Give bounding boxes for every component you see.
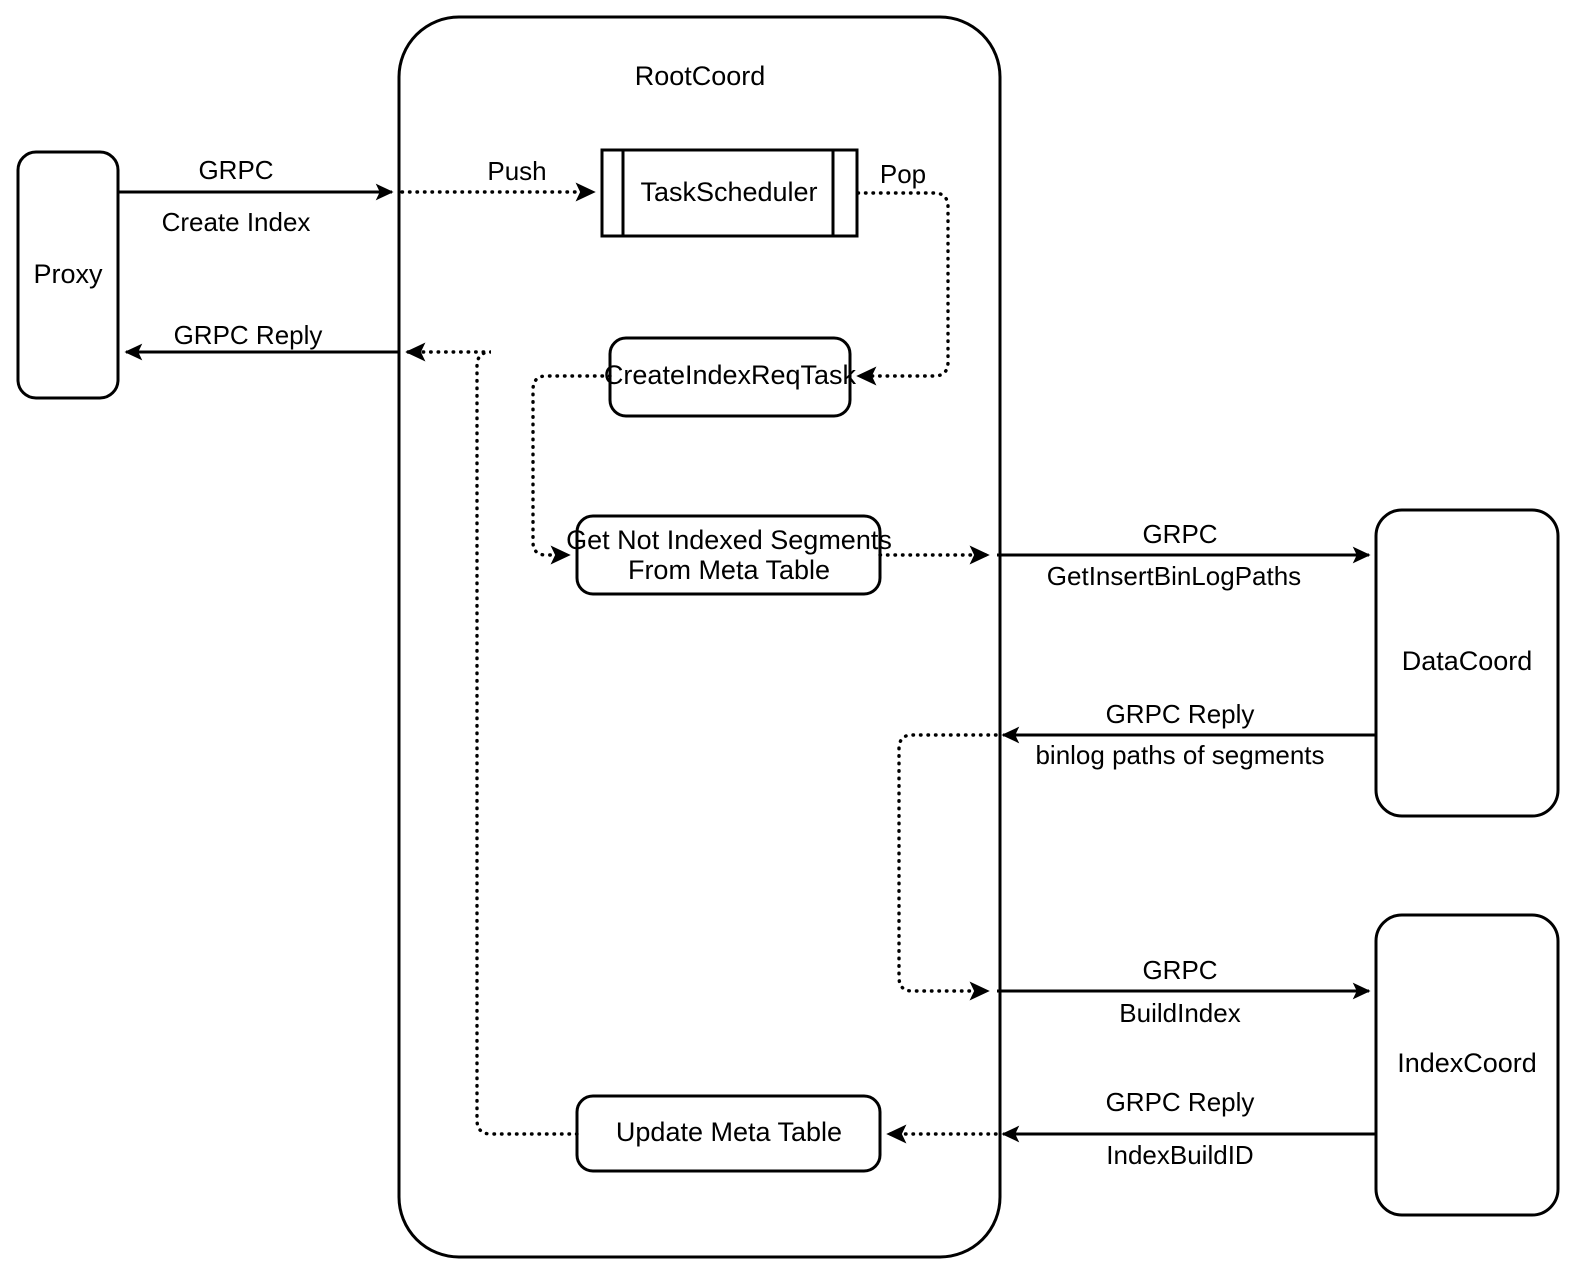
rootcoord-boundary xyxy=(397,15,1002,1259)
edge-datacoord-to-rootcoord-label-above: GRPC Reply xyxy=(1106,699,1255,729)
edge-rootcoord-to-indexcoord-label-above: GRPC xyxy=(1142,955,1217,985)
get-not-indexed-segments-label-line2: From Meta Table xyxy=(628,555,830,585)
edge-proxy-to-rootcoord-label-below: Create Index xyxy=(162,207,311,237)
node-createindexreqtask[interactable]: CreateIndexReqTask xyxy=(604,336,857,418)
edge-rootcoord-to-indexcoord-label-below: BuildIndex xyxy=(1119,998,1240,1028)
datacoord-label: DataCoord xyxy=(1402,646,1533,676)
proxy-box[interactable] xyxy=(16,150,120,400)
edge-update-meta-table-to-grpc-reply xyxy=(405,342,579,1136)
edge-rootcoord-to-indexcoord: GRPC BuildIndex xyxy=(997,955,1371,1028)
createindexreqtask-label: CreateIndexReqTask xyxy=(604,360,857,390)
edge-datacoord-to-rootcoord: GRPC Reply binlog paths of segments xyxy=(1001,699,1376,770)
edge-indexcoord-to-rootcoord-label-above: GRPC Reply xyxy=(1106,1087,1255,1117)
edge-binlog-reply-to-buildindex xyxy=(897,733,998,1001)
datacoord-box[interactable] xyxy=(1374,508,1560,818)
edge-rootcoord-to-datacoord-label-below: GetInsertBinLogPaths xyxy=(1047,561,1301,591)
edge-push-label: Push xyxy=(487,156,546,186)
node-taskscheduler[interactable]: TaskScheduler xyxy=(600,148,859,238)
edge-pop-label: Pop xyxy=(880,159,926,189)
edge-indexcoord-to-rootcoord-label-below: IndexBuildID xyxy=(1106,1140,1253,1170)
rootcoord-label: RootCoord xyxy=(635,61,766,91)
node-update-meta-table[interactable]: Update Meta Table xyxy=(575,1094,882,1173)
indexcoord-label: IndexCoord xyxy=(1397,1048,1537,1078)
node-get-not-indexed-segments[interactable]: Get Not Indexed Segments From Meta Table xyxy=(566,514,892,596)
update-meta-table-label: Update Meta Table xyxy=(616,1117,842,1147)
edge-rootcoord-to-proxy: GRPC Reply xyxy=(124,320,399,361)
node-datacoord[interactable]: DataCoord xyxy=(1374,508,1560,818)
edge-update-meta-table-to-grpc-reply-line xyxy=(405,342,579,1136)
get-not-indexed-segments-label-line1: Get Not Indexed Segments xyxy=(566,525,892,555)
taskscheduler-label: TaskScheduler xyxy=(640,177,817,207)
edge-createindexreqtask-to-getnotindexed-line xyxy=(531,374,612,565)
indexcoord-box[interactable] xyxy=(1374,913,1560,1217)
edge-binlog-reply-to-buildindex-line xyxy=(897,733,998,1001)
edge-createindexreqtask-to-getnotindexed xyxy=(531,374,612,565)
node-indexcoord[interactable]: IndexCoord xyxy=(1374,913,1560,1217)
edge-rootcoord-to-datacoord: GRPC GetInsertBinLogPaths xyxy=(997,519,1371,591)
proxy-label: Proxy xyxy=(33,259,103,289)
edge-indexcoord-to-rootcoord: GRPC Reply IndexBuildID xyxy=(1001,1087,1376,1170)
edge-pop-to-createindexreqtask-line xyxy=(856,191,950,386)
edge-rootcoord-to-proxy-label-above: GRPC Reply xyxy=(174,320,323,350)
container-rootcoord: RootCoord xyxy=(397,15,1002,1259)
edge-pop-to-createindexreqtask: Pop xyxy=(856,159,950,386)
edge-datacoord-to-rootcoord-label-below: binlog paths of segments xyxy=(1035,740,1324,770)
edge-proxy-to-rootcoord: GRPC Create Index xyxy=(118,155,394,237)
node-proxy[interactable]: Proxy xyxy=(16,150,120,400)
edge-rootcoord-to-datacoord-label-above: GRPC xyxy=(1142,519,1217,549)
edge-proxy-to-rootcoord-label-above: GRPC xyxy=(198,155,273,185)
edge-push-to-taskscheduler: Push xyxy=(400,156,596,202)
